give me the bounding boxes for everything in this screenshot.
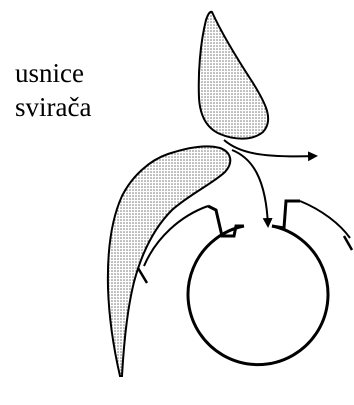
player-lips-label: usnice svirača xyxy=(15,56,91,124)
right-rim xyxy=(271,199,300,230)
air-stream-arrow-inward xyxy=(231,149,273,228)
air-stream-arrow-outward xyxy=(223,139,318,162)
outer-left-arc xyxy=(143,205,209,267)
label-line-2: svirača xyxy=(15,92,92,122)
lower-lip-shape xyxy=(106,145,232,377)
upper-lip-shape xyxy=(197,10,270,140)
label-line-1: usnice xyxy=(15,58,84,88)
outer-left-tick xyxy=(136,267,149,284)
left-rim xyxy=(207,204,244,238)
outer-right-tick xyxy=(342,235,354,251)
outer-right-arc xyxy=(299,200,351,239)
instrument-body xyxy=(186,224,330,367)
